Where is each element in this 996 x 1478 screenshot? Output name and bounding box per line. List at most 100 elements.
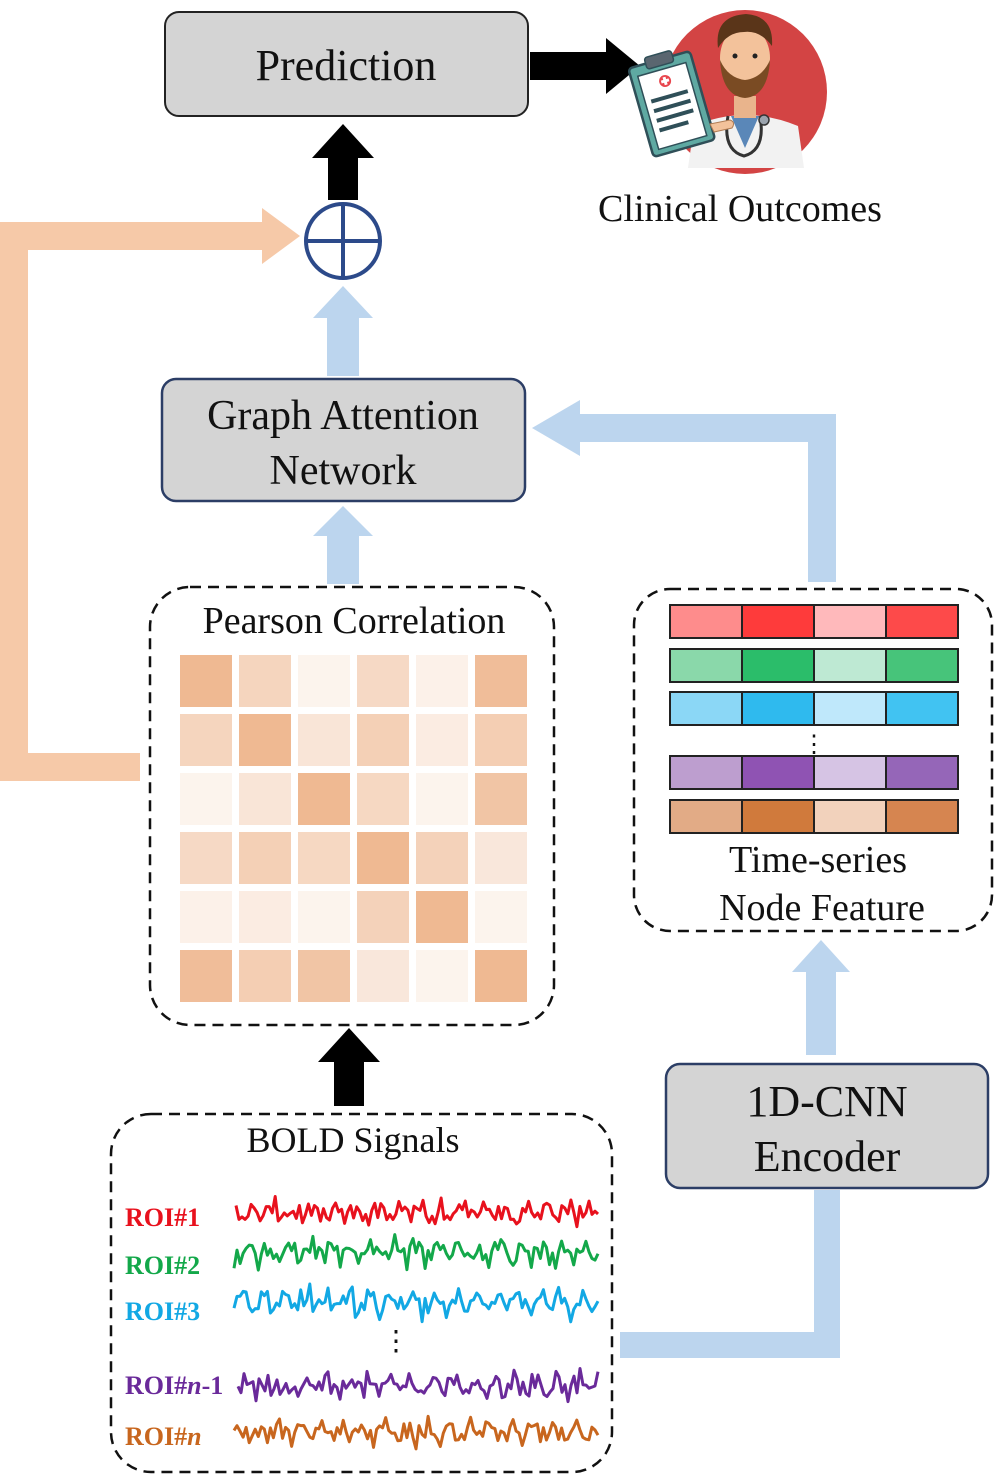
clipboard-line [650,89,689,104]
doctor-neck [734,96,756,118]
feature-cell [669,755,743,790]
clipboard-line [653,98,692,114]
stethoscope-icon [725,115,763,158]
pearson-to-gat-shaft [327,534,359,584]
heatmap-cell [239,773,291,825]
feature-label-line1: Time-series [729,839,907,881]
doctor-eye-left [732,53,738,59]
pearson-label: Pearson Correlation [203,600,506,642]
roi-dots: ⋮ [382,1326,410,1357]
heatmap-cell [416,950,468,1002]
heatmap-cell [298,950,350,1002]
bold-label: BOLD Signals [246,1120,459,1160]
correlation-heatmap [180,655,527,1002]
bold-to-pearson-shaft [334,1058,364,1106]
heatmap-cell [239,950,291,1002]
doctor-icon [627,10,827,174]
feature-cell [741,755,815,790]
gat-box [160,377,527,503]
doctor-eye-right [752,53,758,59]
heatmap-cell [180,832,232,884]
feature-cell [885,755,959,790]
bold-signal-traces [232,1195,600,1451]
bold-signal-trace [232,1414,600,1451]
feature-cell [669,648,743,683]
feature-cell [669,691,743,726]
heatmap-cell [475,832,527,884]
feature-cell [741,799,815,834]
heatmap-cell [416,655,468,707]
heatmap-cell [180,773,232,825]
heatmap-cell [298,714,350,766]
heatmap-cell [357,714,409,766]
gat-to-sum-shaft [327,316,359,376]
encoder-box [664,1062,990,1190]
feature-cell [885,691,959,726]
feature-cell [813,755,887,790]
gat-to-sum-arrowhead [313,286,373,318]
heatmap-cell [180,655,232,707]
bold-signal-trace [236,1367,600,1404]
skip-connection-arrow [0,222,262,781]
heatmap-cell [298,773,350,825]
heatmap-cell [475,655,527,707]
pearson-to-gat-arrowhead [313,506,373,536]
node-feature-grid [669,604,959,834]
stethoscope-head [758,114,770,126]
feature-label-line2: Node Feature [719,887,925,929]
heatmap-cell [357,891,409,943]
sum-to-prediction-arrowhead [312,124,374,158]
heatmap-cell [298,655,350,707]
bold-to-pearson-arrowhead [318,1028,380,1062]
prediction-to-clinical-arrowhead [606,38,640,94]
feature-cell [669,604,743,639]
encoder-to-feature-shaft [806,968,836,1055]
feature-cell [669,799,743,834]
heatmap-cell [357,773,409,825]
clipboard-line [658,120,689,133]
aggregation-sum-node [304,202,382,280]
doctor-face [720,26,770,90]
bold-signal-trace [234,1195,600,1229]
sum-to-prediction-shaft [328,154,358,200]
heatmap-cell [416,714,468,766]
heatmap-cell [416,832,468,884]
prediction-label: Prediction [256,41,437,90]
roi-label-n-1: ROI#n-1 [125,1371,223,1400]
gat-label-line1: Graph Attention [207,393,479,439]
bold-to-encoder-arrow [620,1190,840,1358]
encoder-label-line1: 1D-CNN [746,1077,907,1126]
heatmap-cell [298,832,350,884]
doctor-shirt [731,116,759,148]
heatmap-cell [357,950,409,1002]
roi-label-2: ROI#2 [125,1251,200,1280]
clipboard-icon [627,50,716,158]
feature-to-gat-arrow [580,414,836,582]
encoder-to-feature-arrowhead [792,940,850,972]
doctor-beard [720,60,770,98]
feature-cell [813,799,887,834]
feature-dots: ⋮ [802,732,826,758]
skip-connection-arrowhead [262,208,300,264]
doctor-hair [717,14,773,48]
feature-to-gat-arrowhead [532,400,580,456]
feature-cell [741,648,815,683]
feature-cell [885,604,959,639]
heatmap-cell [239,714,291,766]
heatmap-cell [239,832,291,884]
clipboard-clip [643,50,675,70]
heatmap-cell [180,714,232,766]
feature-cell [741,691,815,726]
bold-signal-trace [232,1233,600,1272]
prediction-to-clinical-shaft [530,52,610,80]
heatmap-cell [357,832,409,884]
clipboard-line [656,108,694,123]
heatmap-cell [180,891,232,943]
medical-cross-h [660,78,670,84]
feature-cell [813,691,887,726]
heatmap-cell [475,773,527,825]
heatmap-cell [298,891,350,943]
heatmap-cell [357,655,409,707]
prediction-box [164,11,529,117]
